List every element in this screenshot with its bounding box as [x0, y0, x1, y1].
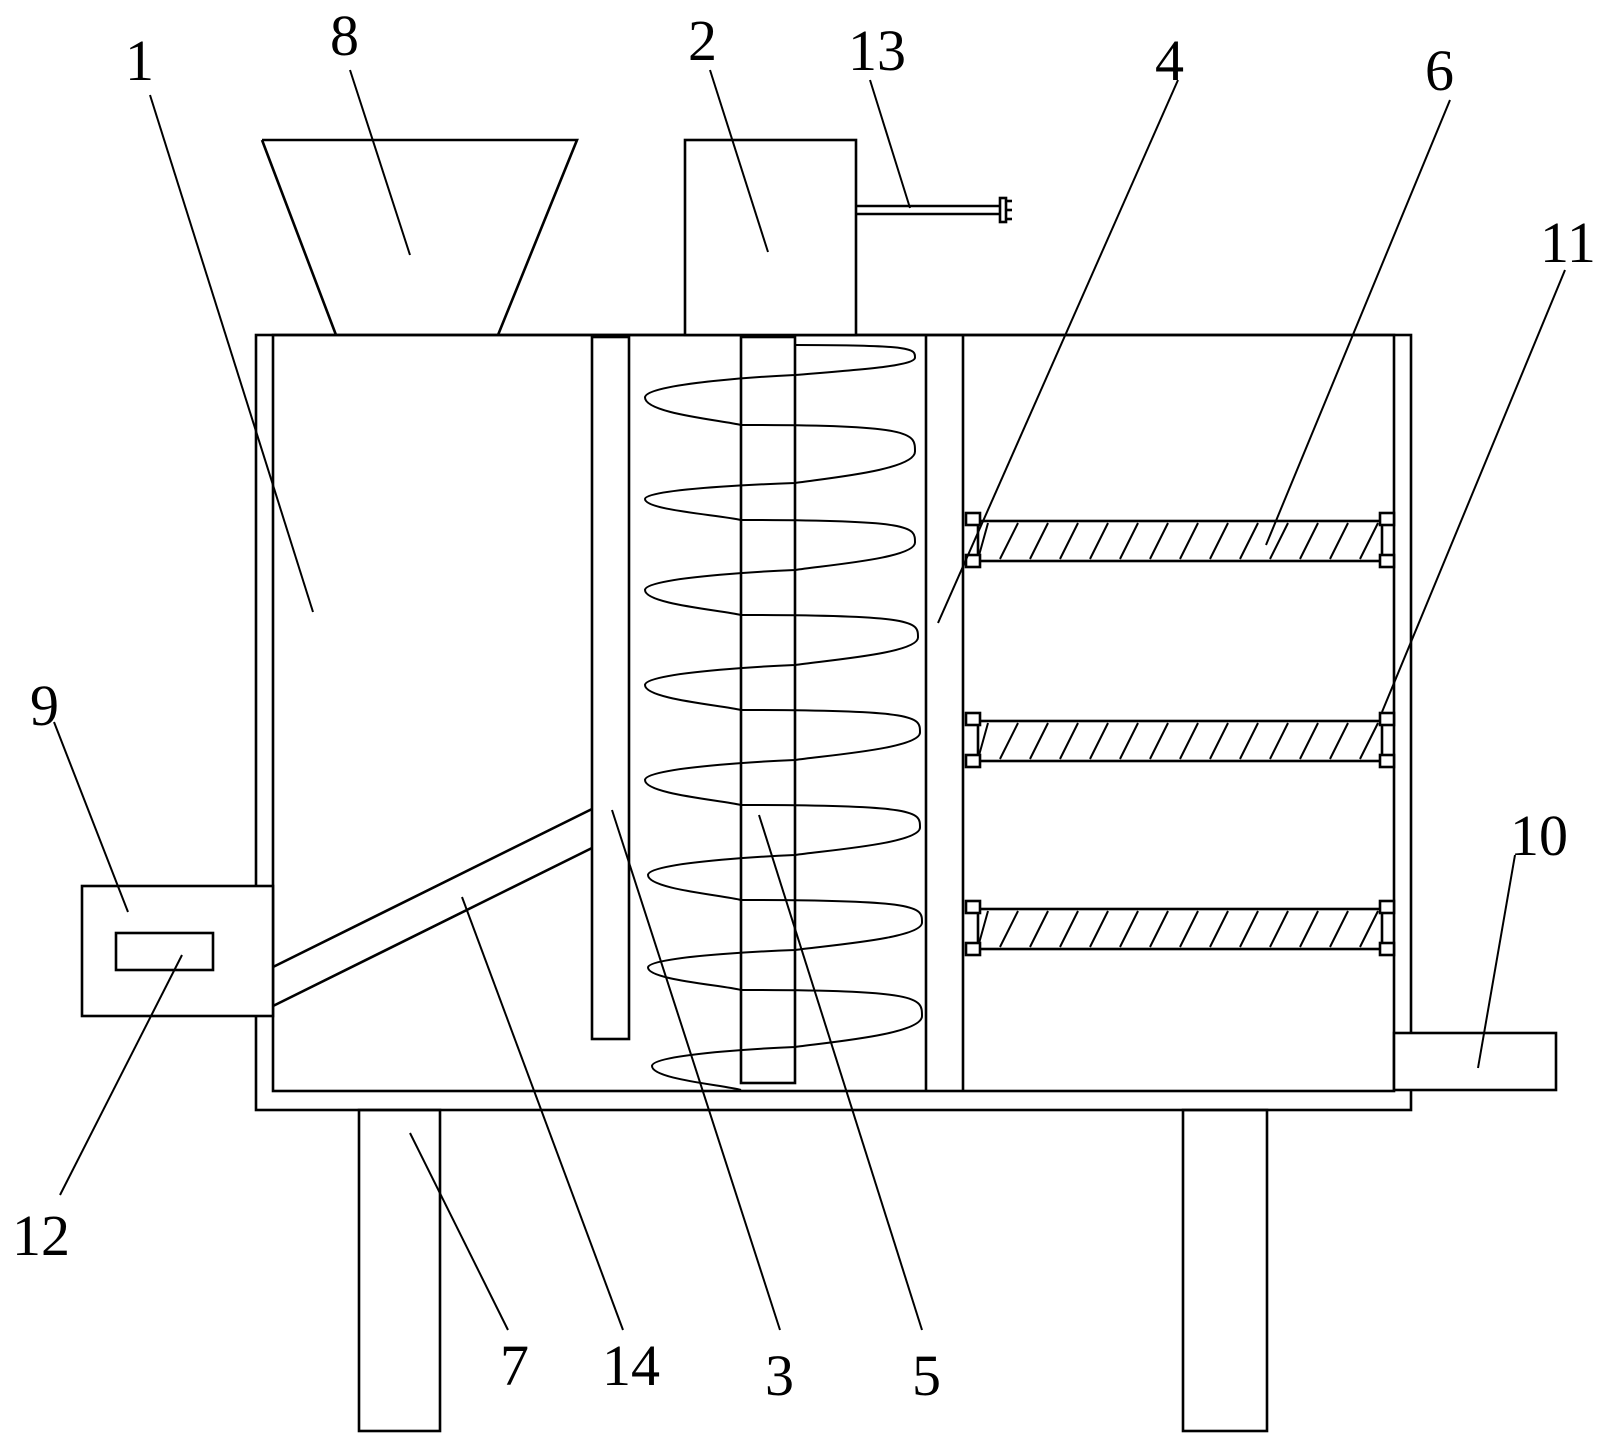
- display-panel: [114, 931, 215, 972]
- screen-bracket: [964, 899, 982, 915]
- motor-housing: [683, 138, 858, 337]
- label-14: 14: [602, 1333, 660, 1398]
- label-12: 12: [12, 1203, 70, 1268]
- label-9: 9: [30, 673, 59, 738]
- helical-blade: [643, 344, 924, 1091]
- label-11: 11: [1540, 210, 1596, 275]
- label-2: 2: [688, 8, 717, 73]
- label-5: 5: [912, 1343, 941, 1408]
- screen-bracket: [1378, 553, 1396, 569]
- label-1: 1: [125, 28, 154, 93]
- feed-hopper: [260, 138, 579, 336]
- filter-screens: [964, 511, 1396, 957]
- label-3: 3: [765, 1343, 794, 1408]
- screen-bracket: [1378, 753, 1396, 769]
- discharge-pipe: [1392, 1031, 1558, 1092]
- screen-bracket: [964, 511, 982, 527]
- screen-bracket: [1378, 941, 1396, 957]
- screen-bracket: [964, 941, 982, 957]
- screen-bracket: [964, 711, 982, 727]
- screen-bracket: [1378, 711, 1396, 727]
- filter-screen: [964, 511, 1396, 569]
- left-leg: [357, 1108, 442, 1433]
- inclined-chute: [272, 807, 593, 1008]
- tank-inner-wall: [271, 333, 1396, 1093]
- screen-bracket: [1378, 511, 1396, 527]
- leader-lines: [53, 69, 1566, 1331]
- label-7: 7: [500, 1333, 529, 1398]
- label-8: 8: [330, 3, 359, 68]
- right-leg: [1181, 1108, 1269, 1433]
- label-13: 13: [848, 18, 906, 83]
- label-6: 6: [1425, 38, 1454, 103]
- filter-screen: [964, 899, 1396, 957]
- baffle-plate: [590, 335, 631, 1041]
- label-10: 10: [1510, 803, 1568, 868]
- filter-screen: [964, 711, 1396, 769]
- label-4: 4: [1155, 28, 1184, 93]
- screen-bracket: [1378, 899, 1396, 915]
- power-cable: [856, 196, 1012, 224]
- screen-bracket: [964, 753, 982, 769]
